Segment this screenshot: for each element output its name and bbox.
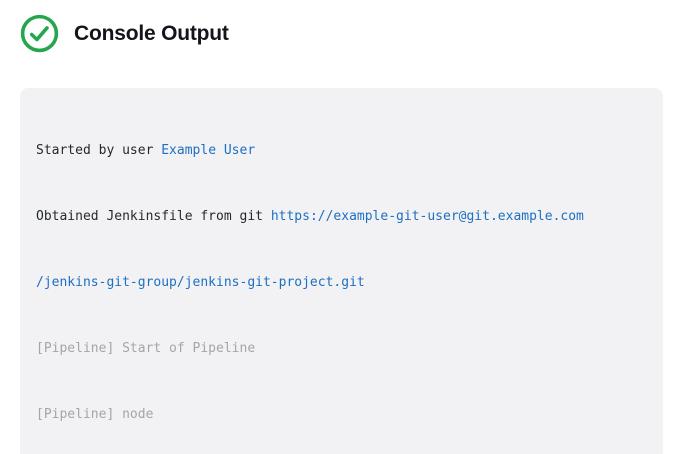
git-url-link-continued[interactable]: /jenkins-git-group/jenkins-git-project.g… [36,275,365,290]
git-url-link[interactable]: https://example-git-user@git.example.com [270,209,584,224]
log-line: [Pipeline] node [36,404,647,426]
page-title: Console Output [74,21,229,45]
log-text: Started by user [36,143,162,158]
console-output-header: Console Output [20,14,229,53]
pipeline-log-text: [Pipeline] node [36,407,154,422]
log-line: [Pipeline] Start of Pipeline [36,338,647,360]
pipeline-log-text: [Pipeline] Start of Pipeline [36,341,256,356]
log-line: Obtained Jenkinsfile from git https://ex… [36,206,647,228]
log-text: Obtained Jenkinsfile from git [36,209,271,224]
log-line: Started by user Example User [36,140,647,162]
log-line: /jenkins-git-group/jenkins-git-project.g… [36,272,647,294]
console-log-panel: Started by user Example User Obtained Je… [20,88,663,454]
check-circle-icon [20,14,59,53]
user-link[interactable]: Example User [161,143,256,158]
